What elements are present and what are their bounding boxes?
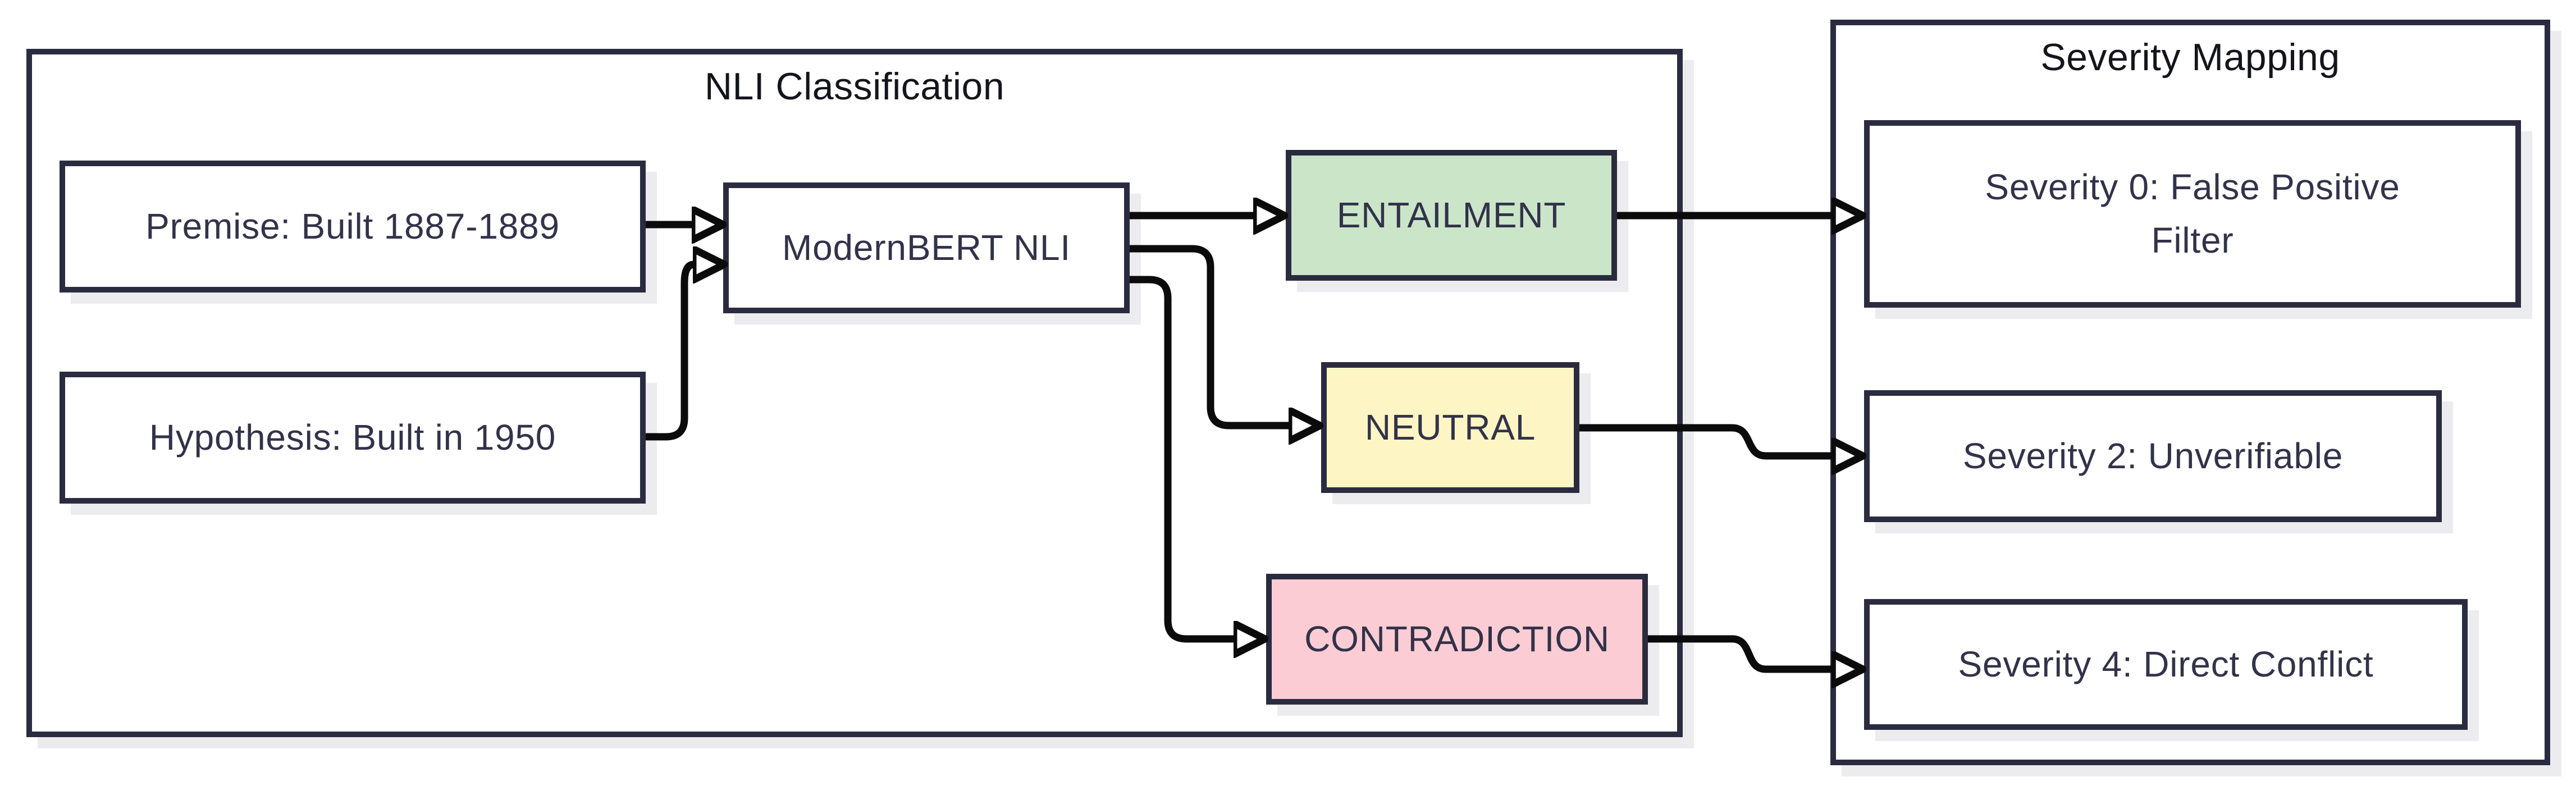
node-severity-0-label-line1: Severity 0: False Positive [1985, 167, 2400, 207]
node-modernbert-nli: ModernBERT NLI [723, 182, 1130, 313]
node-premise: Premise: Built 1887-1889 [60, 161, 646, 293]
node-entailment-label: ENTAILMENT [1336, 195, 1566, 235]
node-severity-2-unverifiable: Severity 2: Unverifiable [1864, 390, 2442, 522]
node-contradiction: CONTRADICTION [1266, 574, 1648, 705]
node-entailment: ENTAILMENT [1286, 150, 1617, 281]
node-premise-label: Premise: Built 1887-1889 [145, 206, 560, 246]
node-neutral: NEUTRAL [1321, 362, 1579, 493]
node-neutral-label: NEUTRAL [1364, 407, 1536, 447]
container-severity-title: Severity Mapping [2040, 36, 2340, 79]
node-modernbert-nli-label: ModernBERT NLI [782, 227, 1071, 268]
node-hypothesis: Hypothesis: Built in 1950 [60, 372, 646, 504]
node-severity-0-label-line2: Filter [2151, 220, 2234, 261]
node-severity-0-false-positive-filter: Severity 0: False Positive Filter [1864, 120, 2521, 308]
node-severity-2-label: Severity 2: Unverifiable [1962, 436, 2344, 476]
node-severity-4-direct-conflict: Severity 4: Direct Conflict [1864, 599, 2468, 730]
container-nli-title: NLI Classification [704, 65, 1005, 108]
node-severity-4-label: Severity 4: Direct Conflict [1958, 644, 2374, 684]
node-contradiction-label: CONTRADICTION [1304, 619, 1610, 659]
node-hypothesis-label: Hypothesis: Built in 1950 [149, 417, 556, 458]
